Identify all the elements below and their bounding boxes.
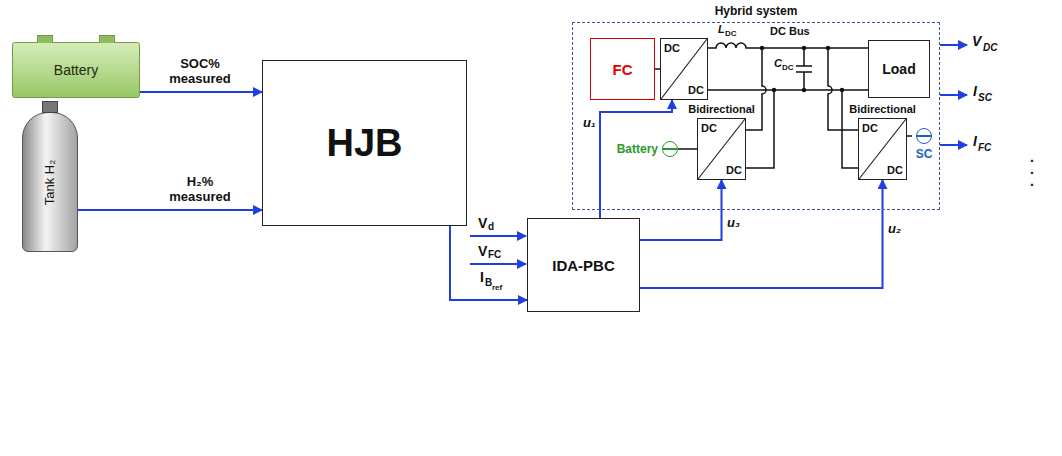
process-box: IDA-PBC	[527, 218, 640, 312]
input-arrow	[470, 235, 526, 237]
junction	[772, 88, 776, 92]
node-label: IDA-PBC	[552, 257, 615, 274]
signal-name: V	[478, 216, 487, 230]
input-arrow	[470, 263, 526, 265]
connector	[640, 180, 883, 288]
output-arrow	[940, 44, 967, 46]
connector	[907, 135, 912, 137]
junction	[840, 88, 844, 92]
source-symbol: Battery	[608, 138, 678, 160]
diagonal-line	[661, 39, 707, 99]
subscript: SC	[978, 93, 992, 103]
output-arrow	[940, 144, 967, 146]
node-label: Load	[882, 61, 915, 77]
battery-wire	[746, 90, 774, 168]
junction	[826, 46, 830, 50]
junction	[760, 46, 764, 50]
edge-label: SOC% measured	[157, 57, 243, 87]
battery-pack: Battery	[12, 42, 140, 98]
signal-name: u₂	[888, 222, 901, 235]
sc-wire	[828, 48, 858, 130]
system-boundary: Hybrid systemFCDCDCLoadBidirectionalDCDC…	[572, 22, 940, 210]
signal-name: I	[973, 84, 977, 98]
tank-valve	[42, 101, 58, 113]
junction	[802, 46, 806, 50]
node-label: HJB	[326, 122, 402, 165]
node-label: FC	[613, 61, 633, 78]
signal-name: V	[972, 34, 981, 48]
signal-name: C	[774, 58, 782, 69]
connector	[600, 100, 672, 218]
signal-name: u₃	[727, 216, 740, 229]
converter-port: DC	[862, 122, 878, 134]
converter-box: DC DC	[660, 38, 708, 100]
signal-name: L	[718, 24, 725, 35]
fuel-cell-box: FC	[590, 38, 655, 100]
subscript: d	[488, 222, 494, 232]
node-label: Battery	[54, 62, 98, 78]
capacitor-symbol	[796, 48, 812, 90]
signal-name: I	[480, 270, 484, 284]
converter-port: DC	[887, 164, 903, 176]
node-label: Tank H₂	[42, 159, 57, 205]
subscript: DC	[983, 43, 997, 53]
process-box: Load	[868, 40, 930, 98]
signal-name: DC Bus	[770, 26, 810, 37]
sc-wire	[842, 90, 858, 168]
ellipsis-dot: .	[1030, 174, 1034, 188]
connector	[450, 226, 527, 300]
output-arrow	[940, 94, 967, 96]
subscript: DC	[725, 30, 737, 38]
signal-name: u₁	[583, 116, 596, 129]
signal-name: I	[973, 134, 977, 148]
signal-name: V	[478, 244, 487, 258]
converter-port: DC	[664, 42, 680, 54]
converter-port: DC	[726, 164, 742, 176]
converter-box: BidirectionalDCDC	[697, 118, 746, 180]
connector	[78, 209, 262, 211]
subscript: FC	[488, 250, 501, 260]
diagonal-line	[698, 119, 745, 179]
process-box: HJB	[262, 60, 467, 226]
diagonal-line	[859, 119, 906, 179]
connector	[640, 180, 722, 240]
battery-wire	[746, 48, 766, 130]
group-title: Hybrid system	[573, 4, 939, 18]
subscript: DC	[782, 64, 794, 72]
converter-title: Bidirectional	[688, 103, 755, 115]
connector	[140, 91, 262, 93]
edge-label: H₂% measured	[157, 175, 243, 205]
subscript: B	[485, 278, 492, 288]
hydrogen-tank: Tank H₂	[22, 112, 78, 252]
battery-terminal	[37, 35, 53, 43]
converter-title: Bidirectional	[849, 103, 916, 115]
source-symbol: SC	[912, 128, 936, 168]
converter-box: BidirectionalDCDC	[858, 118, 907, 180]
connector	[678, 148, 697, 150]
subscript: ref	[492, 284, 502, 292]
source-label: Battery	[617, 142, 658, 156]
source-circle	[662, 141, 678, 157]
subscript: FC	[978, 143, 991, 153]
source-circle	[916, 128, 932, 144]
inductor-bus-wire	[708, 43, 868, 48]
junction	[802, 88, 806, 92]
battery-terminal	[99, 35, 115, 43]
converter-port: DC	[688, 84, 704, 96]
converter-port: DC	[701, 122, 717, 134]
source-label: SC	[912, 147, 936, 161]
